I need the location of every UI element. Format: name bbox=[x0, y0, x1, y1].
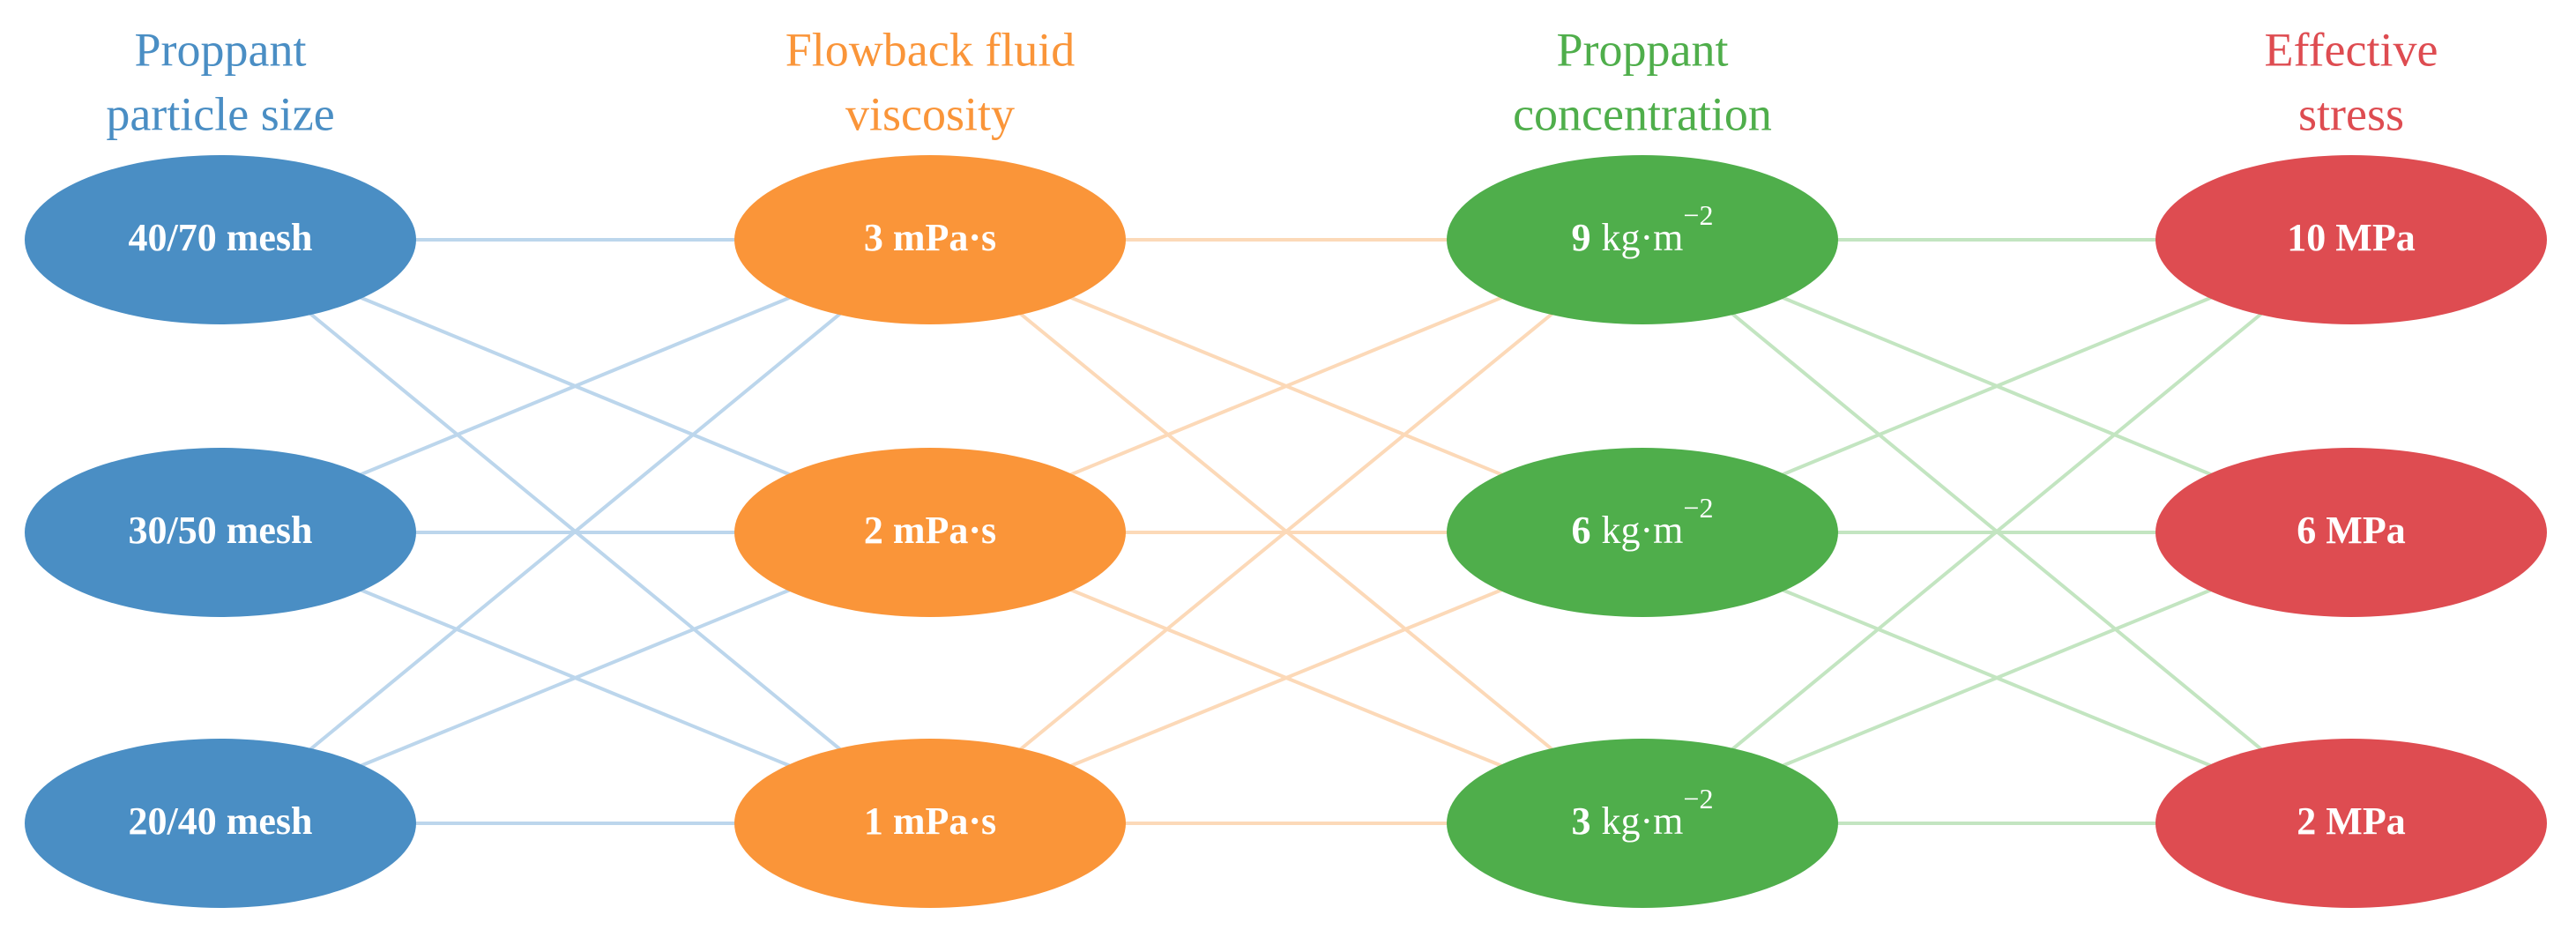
column-title-concentration: Proppant concentration bbox=[1513, 23, 1772, 140]
node-ellipse bbox=[1447, 155, 1838, 324]
node-label: 9 kg·m−2 bbox=[1572, 199, 1714, 259]
node-unit-exponent: −2 bbox=[1683, 492, 1713, 524]
node-size-2: 30/50 mesh bbox=[25, 448, 416, 617]
level-nodes: 40/70 mesh 30/50 mesh 20/40 mesh 3 mPa·s 2 m… bbox=[25, 155, 2547, 908]
node-stress-3: 2 MPa bbox=[2155, 739, 2547, 908]
node-unit: kg·m bbox=[1602, 509, 1684, 552]
link-concentration-3-to-stress-1 bbox=[1641, 238, 2353, 825]
node-label: 40/70 mesh bbox=[129, 216, 313, 259]
node-ellipse bbox=[25, 448, 416, 617]
node-stress-1: 10 MPa bbox=[2155, 155, 2547, 324]
column-title-line: particle size bbox=[106, 87, 334, 140]
node-ellipse bbox=[734, 739, 1126, 908]
node-unit: kg·m bbox=[1602, 799, 1684, 843]
node-concentration-1: 9 kg·m−2 bbox=[1447, 155, 1838, 324]
column-title-size: Proppant particle size bbox=[106, 23, 334, 140]
node-label: 2 mPa·s bbox=[864, 509, 996, 552]
column-title-stress: Effective stress bbox=[2265, 23, 2438, 140]
node-ellipse bbox=[2155, 155, 2547, 324]
node-ellipse bbox=[734, 155, 1126, 324]
column-title-line: stress bbox=[2298, 87, 2404, 140]
node-label: 6 kg·m−2 bbox=[1572, 492, 1714, 552]
node-size-1: 40/70 mesh bbox=[25, 155, 416, 324]
column-headers: Proppant particle size Flowback fluid visco… bbox=[106, 23, 2438, 140]
connection-lines bbox=[219, 238, 2353, 825]
node-ellipse bbox=[734, 448, 1126, 617]
link-size-3-to-viscosity-1 bbox=[219, 238, 932, 825]
node-stress-2: 6 MPa bbox=[2155, 448, 2547, 617]
node-size-3: 20/40 mesh bbox=[25, 739, 416, 908]
node-label: 3 mPa·s bbox=[864, 216, 996, 259]
column-title-line: Proppant bbox=[1557, 23, 1729, 76]
node-viscosity-1: 3 mPa·s bbox=[734, 155, 1126, 324]
node-label: 6 MPa bbox=[2297, 509, 2405, 552]
node-ellipse bbox=[25, 739, 416, 908]
node-label: 30/50 mesh bbox=[129, 509, 313, 552]
link-viscosity-3-to-concentration-1 bbox=[928, 238, 1644, 825]
node-label: 1 mPa·s bbox=[864, 799, 996, 843]
node-ellipse bbox=[2155, 448, 2547, 617]
node-value: 6 bbox=[1572, 509, 1591, 552]
node-unit-exponent: −2 bbox=[1683, 199, 1713, 231]
node-value: 3 bbox=[1572, 799, 1591, 843]
node-unit: kg·m bbox=[1602, 216, 1684, 259]
node-ellipse bbox=[1447, 448, 1838, 617]
node-value: 9 bbox=[1572, 216, 1591, 259]
node-label: 20/40 mesh bbox=[129, 799, 313, 843]
column-title-viscosity: Flowback fluid viscosity bbox=[785, 23, 1075, 140]
column-title-line: viscosity bbox=[845, 87, 1015, 140]
node-label: 10 MPa bbox=[2287, 216, 2415, 259]
node-unit-exponent: −2 bbox=[1683, 783, 1713, 814]
node-viscosity-3: 1 mPa·s bbox=[734, 739, 1126, 908]
node-ellipse bbox=[25, 155, 416, 324]
node-ellipse bbox=[2155, 739, 2547, 908]
node-viscosity-2: 2 mPa·s bbox=[734, 448, 1126, 617]
node-concentration-2: 6 kg·m−2 bbox=[1447, 448, 1838, 617]
column-title-line: Effective bbox=[2265, 23, 2438, 76]
column-title-line: concentration bbox=[1513, 87, 1772, 140]
column-title-line: Proppant bbox=[135, 23, 307, 76]
node-ellipse bbox=[1447, 739, 1838, 908]
column-title-line: Flowback fluid bbox=[785, 23, 1075, 76]
node-label: 2 MPa bbox=[2297, 799, 2405, 843]
